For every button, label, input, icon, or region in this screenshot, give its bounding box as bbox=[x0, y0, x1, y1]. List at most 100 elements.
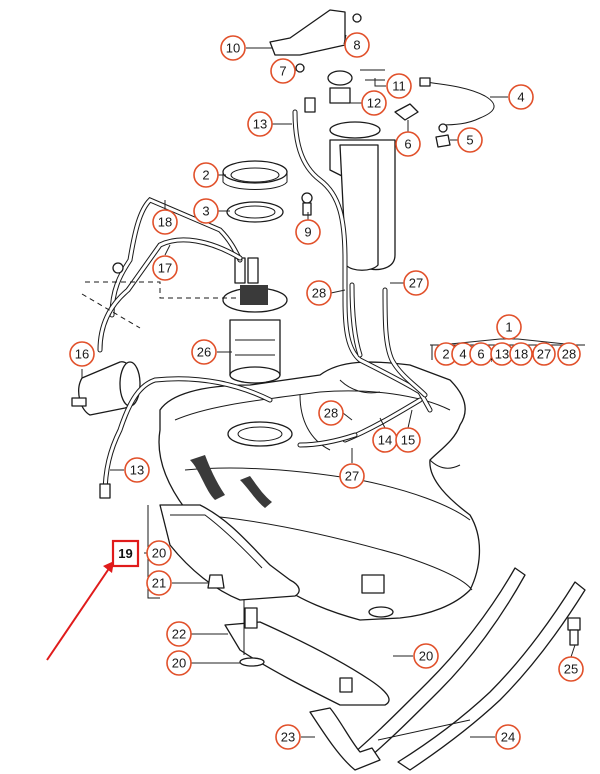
highlight-box bbox=[111, 539, 140, 568]
group-item-circle bbox=[509, 342, 533, 366]
callout-circle bbox=[558, 656, 584, 682]
sensor-and-lead bbox=[394, 77, 495, 148]
callout-1: 1 bbox=[496, 314, 522, 340]
arrow-head-icon bbox=[103, 561, 114, 573]
callout-number: 4 bbox=[517, 90, 524, 105]
callout-circle bbox=[69, 341, 95, 367]
group-item-circle bbox=[557, 342, 581, 366]
callout-4: 4 bbox=[508, 84, 534, 110]
callout-circle bbox=[386, 73, 412, 99]
group-item-28: 28 bbox=[557, 342, 581, 366]
highlighted-callout: 19 bbox=[46, 539, 140, 661]
callout-circle bbox=[220, 35, 246, 61]
callout-number: 11 bbox=[392, 79, 406, 94]
callout-number: 9 bbox=[304, 225, 311, 240]
callout-circle bbox=[270, 58, 296, 84]
callout-circle bbox=[275, 724, 301, 750]
callout-circle bbox=[193, 162, 219, 188]
callout-circle bbox=[247, 111, 273, 137]
fuel-pump bbox=[222, 257, 288, 384]
callout-27: 27 bbox=[339, 463, 365, 489]
callout-number: 3 bbox=[202, 204, 209, 219]
callout-circle bbox=[146, 540, 172, 566]
highlight-arrow bbox=[46, 566, 111, 661]
callout-number: 25 bbox=[564, 662, 578, 677]
leader-lines bbox=[81, 34, 576, 738]
callout-21: 21 bbox=[146, 570, 172, 596]
callout-circle bbox=[146, 570, 172, 596]
group-item-number: 27 bbox=[537, 347, 551, 362]
fuel-filter bbox=[71, 361, 141, 416]
callout-number: 13 bbox=[253, 117, 267, 132]
callout-circle bbox=[344, 32, 370, 58]
group-separator: , bbox=[490, 348, 494, 363]
group-item-27: 27 bbox=[532, 342, 556, 366]
callout-number: 20 bbox=[419, 649, 433, 664]
callout-24: 24 bbox=[495, 724, 521, 750]
callout-10: 10 bbox=[220, 35, 246, 61]
heat-shield bbox=[147, 504, 300, 601]
callout-5: 5 bbox=[457, 127, 483, 153]
callout-18: 18 bbox=[152, 209, 178, 235]
callout-number: 26 bbox=[197, 345, 211, 360]
callout-circle bbox=[166, 650, 192, 676]
callout-number: 12 bbox=[367, 96, 381, 111]
callout-28: 28 bbox=[318, 400, 344, 426]
callout-2: 2 bbox=[193, 162, 219, 188]
callout-number: 14 bbox=[378, 433, 392, 448]
callout-circle bbox=[152, 209, 178, 235]
callout-circle bbox=[295, 219, 321, 245]
callout-number: 1 bbox=[505, 320, 512, 335]
group-item-13: 13 bbox=[490, 342, 514, 366]
callout-number: 28 bbox=[312, 286, 326, 301]
group-item-number: 4 bbox=[459, 347, 466, 362]
callout-number: 10 bbox=[226, 41, 240, 56]
callout-number: 16 bbox=[75, 347, 89, 362]
callout-8: 8 bbox=[344, 32, 370, 58]
callout-number: 27 bbox=[345, 469, 359, 484]
callout-number: 22 bbox=[172, 627, 186, 642]
highlight-label: 19 bbox=[118, 546, 132, 561]
filler-canister bbox=[327, 69, 396, 271]
callout-circle bbox=[191, 339, 217, 365]
group-item-number: 18 bbox=[514, 347, 528, 362]
callout-circle bbox=[403, 270, 429, 296]
callout-11: 11 bbox=[386, 73, 412, 99]
under-shield bbox=[224, 600, 390, 706]
callout-number: 27 bbox=[409, 276, 423, 291]
callout-circle bbox=[124, 457, 150, 483]
group-item-number: 2 bbox=[442, 347, 449, 362]
tank-straps bbox=[309, 567, 586, 771]
callout-23: 23 bbox=[275, 724, 301, 750]
callout-number: 24 bbox=[501, 730, 515, 745]
callout-number: 15 bbox=[401, 433, 415, 448]
callout-number: 2 bbox=[202, 168, 209, 183]
callout-16: 16 bbox=[69, 341, 95, 367]
callout-circle bbox=[318, 400, 344, 426]
callout-circle bbox=[166, 621, 192, 647]
callout-6: 6 bbox=[395, 131, 421, 157]
callout-17: 17 bbox=[152, 255, 178, 281]
callout-circle bbox=[496, 314, 522, 340]
group-item-number: 28 bbox=[562, 347, 576, 362]
callout-13: 13 bbox=[124, 457, 150, 483]
callout-number: 7 bbox=[279, 64, 286, 79]
callout-circle bbox=[306, 280, 332, 306]
group-item-circle bbox=[532, 342, 556, 366]
fuel-lines bbox=[97, 97, 433, 499]
callout-number: 28 bbox=[324, 406, 338, 421]
callout-circle bbox=[508, 84, 534, 110]
callout-circle bbox=[361, 90, 387, 116]
callout-number: 6 bbox=[404, 137, 411, 152]
group-item-18: 18 bbox=[509, 342, 533, 366]
callout-circle bbox=[457, 127, 483, 153]
callout-circle bbox=[339, 463, 365, 489]
callout-15: 15 bbox=[395, 427, 421, 453]
callout-14: 14 bbox=[372, 427, 398, 453]
top-bracket bbox=[269, 9, 362, 73]
callout-circle bbox=[495, 724, 521, 750]
callout-number: 23 bbox=[281, 730, 295, 745]
callout-circle bbox=[395, 131, 421, 157]
